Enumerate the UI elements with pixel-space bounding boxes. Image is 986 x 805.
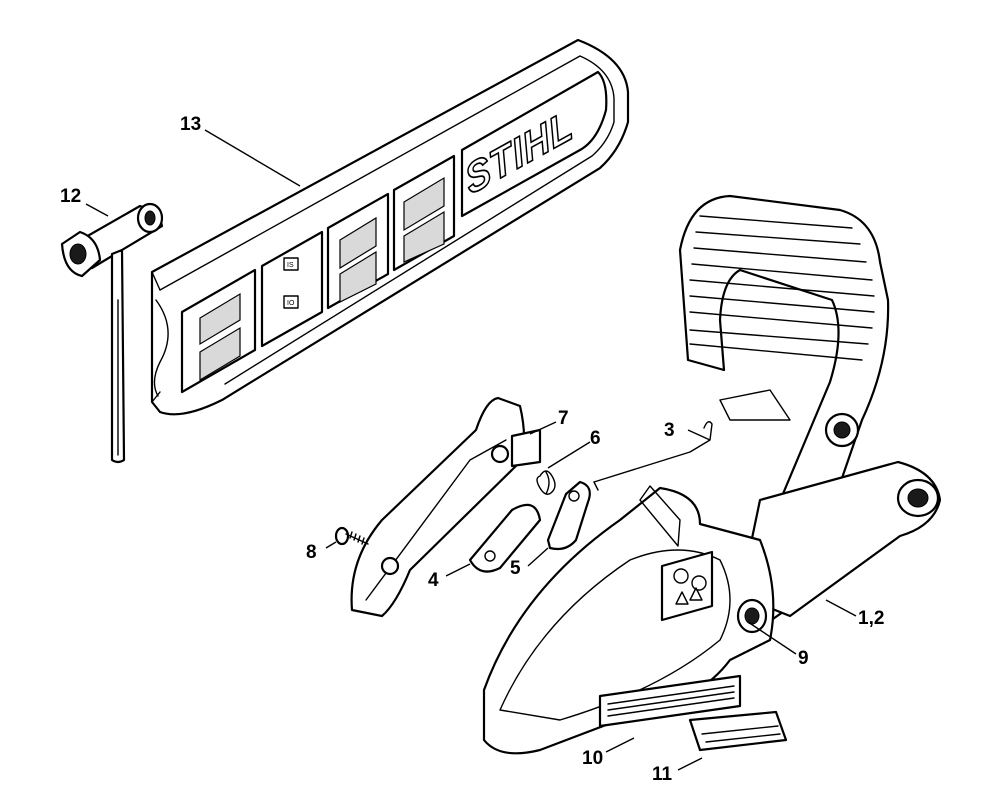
callout-6: 6 [590, 428, 601, 449]
callout-leaders [85, 129, 857, 771]
callout-4: 4 [428, 570, 439, 591]
callout-13: 13 [180, 114, 201, 135]
part-5-cam-pawl [546, 480, 591, 551]
part-10-plate [598, 674, 742, 728]
callout-7: 7 [558, 408, 569, 429]
svg-text:IO: IO [287, 300, 295, 307]
part-11-plate [688, 710, 788, 752]
part-3-wire-rod [593, 421, 713, 491]
part-12-combination-wrench [60, 202, 164, 464]
part-9-warning-label [660, 550, 714, 622]
callout-9: 9 [798, 648, 809, 669]
part-6-spring [536, 470, 556, 495]
callout-3: 3 [664, 420, 675, 441]
part-1-2-handle-frame [678, 194, 942, 630]
part-4-lever-link [468, 503, 542, 573]
callout-10: 10 [582, 748, 603, 769]
callout-8: 8 [306, 542, 317, 563]
callout-12: 12 [60, 186, 81, 207]
callout-1-2: 1,2 [858, 608, 884, 629]
callout-5: 5 [510, 558, 521, 579]
part-8-screw [334, 526, 369, 546]
part-7-brake-lever [350, 396, 542, 618]
part-13-cover: IS IO STIHL [150, 38, 630, 416]
callout-11: 11 [652, 764, 673, 785]
callout-labels: 13 12 7 6 3 8 4 5 1,2 9 10 11 [60, 114, 884, 785]
svg-text:IS: IS [287, 262, 294, 269]
